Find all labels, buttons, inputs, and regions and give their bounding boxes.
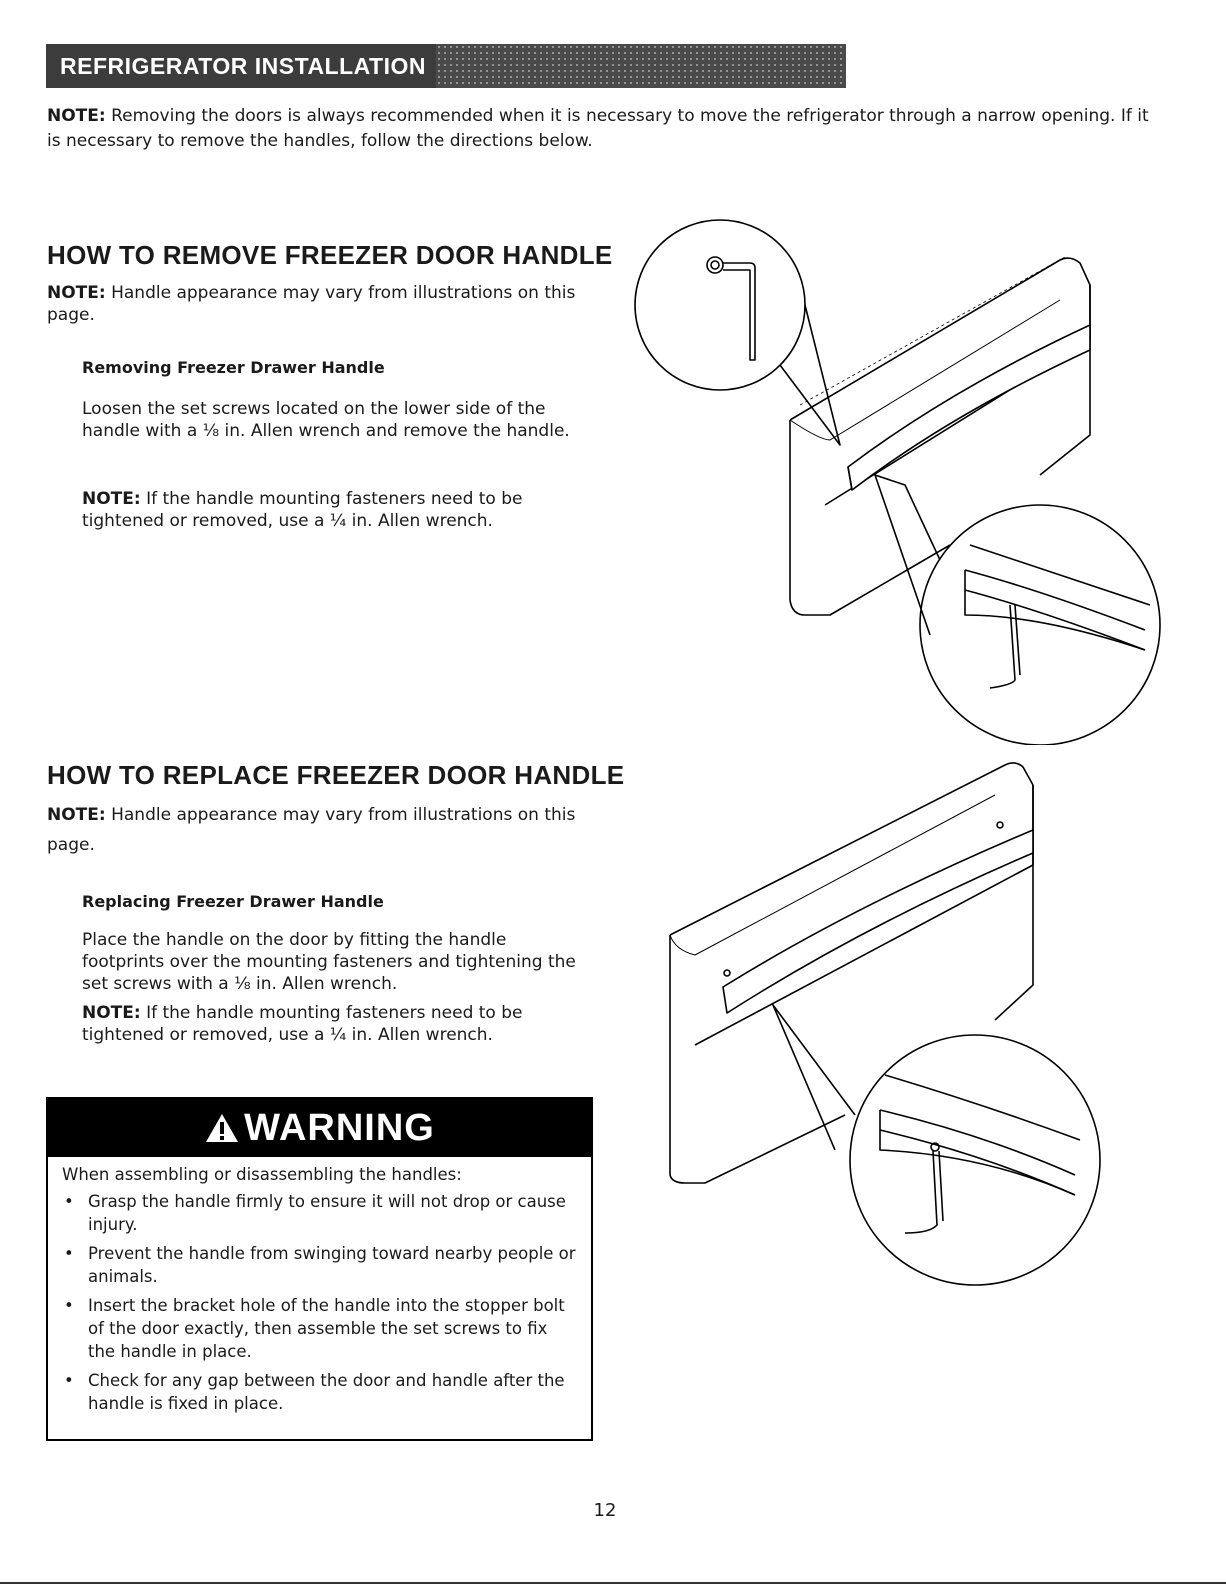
- warning-item: Insert the bracket hole of the handle in…: [62, 1294, 579, 1363]
- remove-note2-text: If the handle mounting fasteners need to…: [82, 489, 523, 531]
- replace-note2: NOTE: If the handle mounting fasteners n…: [82, 1002, 582, 1046]
- warning-box: WARNING When assembling or disassembling…: [46, 1097, 593, 1441]
- remove-note2: NOTE: If the handle mounting fasteners n…: [82, 488, 582, 532]
- warning-item: Grasp the handle firmly to ensure it wil…: [62, 1190, 579, 1236]
- warning-title: WARNING: [244, 1106, 435, 1149]
- remove-body: Loosen the set screws located on the low…: [82, 399, 570, 441]
- replace-handle-illustration: [669, 762, 1101, 1286]
- warning-triangle-icon: [206, 1114, 239, 1142]
- banner-pattern: [436, 44, 846, 88]
- section-title: REFRIGERATOR INSTALLATION: [46, 44, 437, 88]
- replace-note2-label: NOTE:: [82, 1003, 141, 1023]
- replace-heading: HOW TO REPLACE FREEZER DOOR HANDLE: [47, 760, 625, 790]
- warning-item: Check for any gap between the door and h…: [62, 1369, 579, 1415]
- replace-note-text: Handle appearance may vary from illustra…: [47, 805, 576, 855]
- replace-note: NOTE: Handle appearance may vary from il…: [47, 800, 592, 860]
- page-number: 12: [593, 1500, 617, 1521]
- remove-note2-label: NOTE:: [82, 489, 141, 509]
- bottom-rule: [0, 1582, 1226, 1584]
- intro-note: NOTE: Removing the doors is always recom…: [47, 104, 1157, 154]
- intro-note-label: NOTE:: [47, 106, 106, 126]
- remove-note-label: NOTE:: [47, 283, 106, 303]
- replace-subheading: Replacing Freezer Drawer Handle: [82, 892, 384, 911]
- remove-handle-illustration: [634, 219, 1161, 745]
- warning-header: WARNING: [48, 1099, 591, 1157]
- replace-note-label: NOTE:: [47, 805, 106, 825]
- intro-note-text: Removing the doors is always recommended…: [47, 106, 1149, 151]
- warning-item: Prevent the handle from swinging toward …: [62, 1242, 579, 1288]
- warning-intro: When assembling or disassembling the han…: [62, 1165, 462, 1184]
- warning-list: Grasp the handle firmly to ensure it wil…: [62, 1190, 579, 1415]
- remove-subheading: Removing Freezer Drawer Handle: [82, 358, 385, 377]
- remove-heading: HOW TO REMOVE FREEZER DOOR HANDLE: [47, 240, 613, 270]
- remove-note: NOTE: Handle appearance may vary from il…: [47, 282, 607, 326]
- section-banner: REFRIGERATOR INSTALLATION: [46, 44, 846, 88]
- replace-note2-text: If the handle mounting fasteners need to…: [82, 1003, 523, 1045]
- remove-note-text: Handle appearance may vary from illustra…: [47, 283, 576, 325]
- replace-body: Place the handle on the door by fitting …: [82, 930, 576, 994]
